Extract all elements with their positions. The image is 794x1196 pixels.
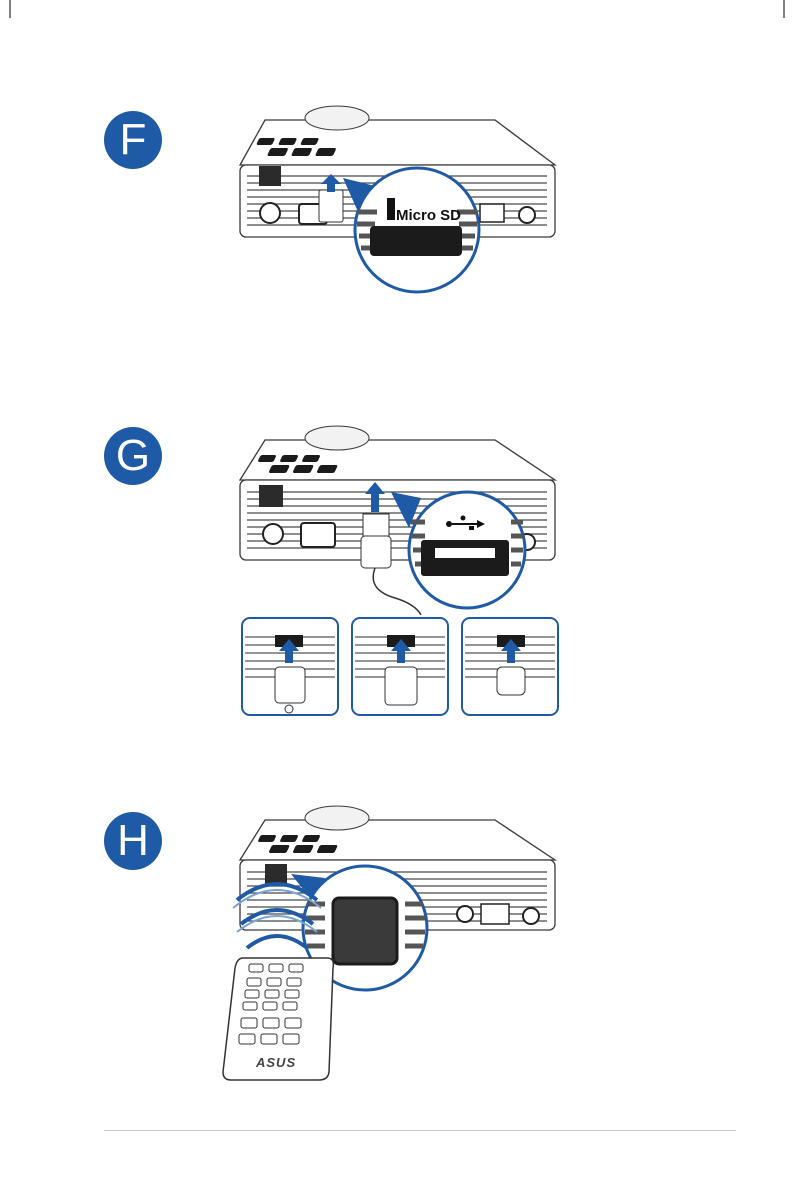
step-letter: H (117, 816, 149, 865)
step-badge-f: F (104, 111, 162, 169)
projector-remote-illustration (215, 800, 570, 1090)
step-badge-g: G (104, 427, 162, 485)
projector-microsd-illustration (225, 100, 570, 300)
usb-insert-panel-1 (241, 617, 339, 716)
microsd-callout-label: Micro SD (396, 207, 461, 224)
remote-brand-logo: ASUS (256, 1055, 296, 1070)
crop-mark-top-left (0, 0, 12, 18)
footer-divider (104, 1130, 736, 1131)
step-letter: G (116, 431, 150, 480)
step-letter: F (120, 115, 147, 164)
projector-usb-illustration (225, 420, 570, 615)
usb-insert-panel-3 (461, 617, 559, 716)
step-badge-h: H (104, 812, 162, 870)
crop-mark-top-right (782, 0, 794, 18)
usb-insert-panel-2 (351, 617, 449, 716)
